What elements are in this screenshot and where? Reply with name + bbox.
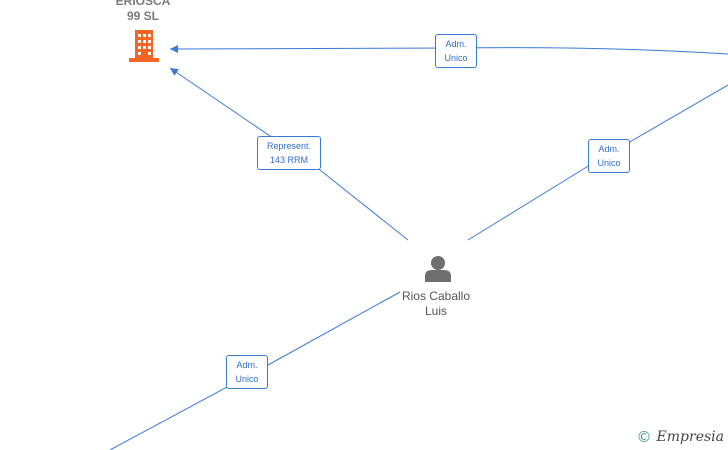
edge-adm-unico-top [169,44,728,55]
company-name[interactable]: ERIOSCA 99 SL [95,0,191,24]
edge-label-line1: Adm. [598,144,620,154]
edge-label-adm-unico-top[interactable]: Adm. Unico [435,34,477,68]
edge-label-line1: Adm. [236,360,258,370]
edge-label-line1: Adm. [445,39,467,49]
edge-label-line2: Unico [444,53,468,63]
person-name-line1[interactable]: Rios Caballo [401,289,471,303]
edge-represent [169,67,409,241]
edge-label-line2: 143 RRM [269,155,308,165]
edge-label-adm-unico-bottom[interactable]: Adm. Unico [226,355,268,389]
building-icon[interactable] [129,30,159,62]
edge-adm-unico-bottom [109,291,401,450]
brand-watermark[interactable]: © Empresia [637,428,724,446]
person-name-line2[interactable]: Luis [424,304,447,318]
brand-name[interactable]: Empresia [656,429,724,445]
copyright-icon: © [636,428,652,446]
edge-label-line2: Unico [235,374,259,384]
edge-label-represent[interactable]: Represent. 143 RRM [257,136,321,170]
person-icon[interactable] [425,256,451,282]
edge-label-adm-unico-right[interactable]: Adm. Unico [588,139,630,173]
company-name-line2[interactable]: 99 SL [126,9,159,23]
company-name-line1[interactable]: ERIOSCA [115,0,171,8]
person-name[interactable]: Rios Caballo Luis [386,289,486,319]
edge-label-line1: Represent. [266,141,312,151]
edge-label-line2: Unico [597,158,621,168]
